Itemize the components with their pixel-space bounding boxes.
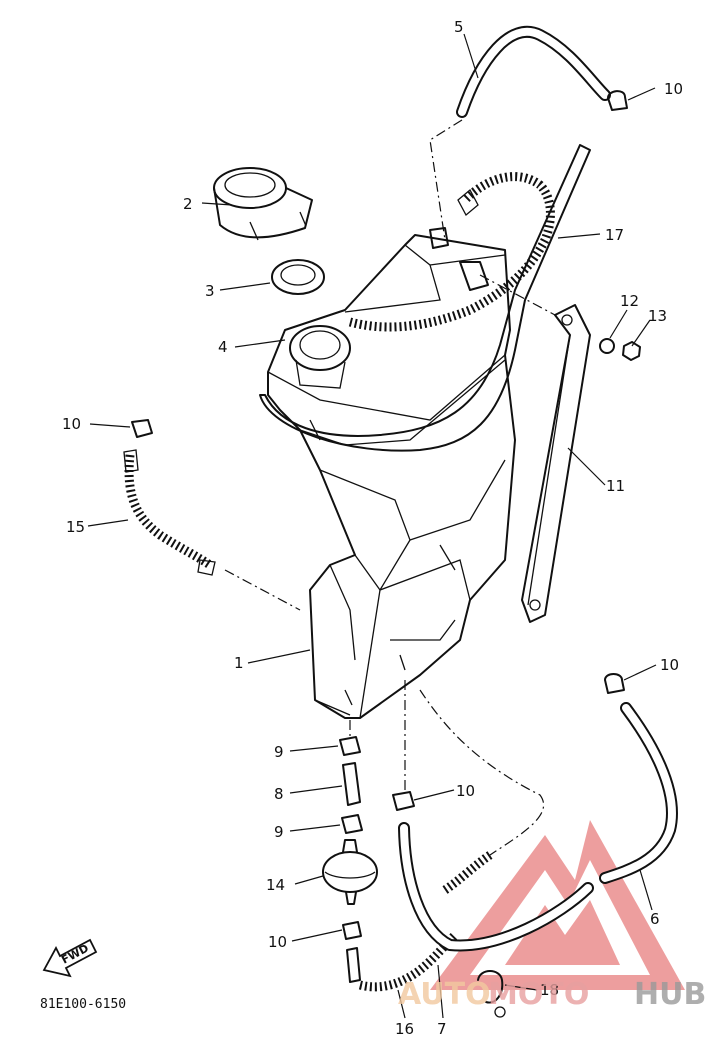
callout-6: 6 — [650, 910, 660, 928]
callout-10-mid: 10 — [456, 782, 475, 800]
watermark-hub: HUB — [634, 977, 706, 1012]
hose-part-7 — [398, 822, 594, 952]
callout-10-right: 10 — [660, 656, 679, 674]
callout-8: 8 — [274, 785, 284, 803]
clamp-part-10-bottom — [342, 921, 362, 940]
callout-18: 18 — [540, 981, 559, 999]
pipe-part-8 — [342, 762, 361, 806]
alignment-lines — [224, 119, 556, 856]
watermark-moto: MOTO — [488, 977, 589, 1012]
forward-arrow-icon: FWD — [42, 938, 98, 978]
clamp-part-10-top — [607, 90, 628, 111]
callout-5: 5 — [454, 18, 464, 36]
callout-10-left: 10 — [62, 415, 81, 433]
drawing-code: 81E100-6150 — [40, 997, 126, 1012]
hose-part-15 — [123, 449, 216, 576]
watermark-auto: AUTO — [398, 977, 491, 1012]
callout-3: 3 — [205, 282, 215, 300]
callout-10-bottom: 10 — [268, 933, 287, 951]
watermark-text: AUTO MOTO HUB — [398, 977, 706, 1012]
clamp-part-10-left — [131, 419, 153, 438]
clamp-part-10-right — [604, 673, 625, 694]
clamp-part-9-lower — [341, 814, 363, 834]
callout-2: 2 — [183, 195, 193, 213]
callout-9-lower: 9 — [274, 823, 284, 841]
reservoir-tank — [259, 144, 591, 719]
hose-part-6 — [599, 702, 678, 884]
pipe-bottom — [346, 947, 361, 983]
clamp-part-9-upper — [339, 736, 361, 756]
callout-10-top: 10 — [664, 80, 683, 98]
callout-17: 17 — [605, 226, 624, 244]
leader-lines — [87, 33, 657, 1019]
hose-part-5 — [456, 25, 611, 118]
cap-gasket — [271, 259, 325, 295]
callout-9-upper: 9 — [274, 743, 284, 761]
reservoir-cap — [213, 167, 313, 241]
corrugated-connector — [442, 851, 493, 894]
callout-1: 1 — [234, 654, 244, 672]
callout-14: 14 — [266, 876, 285, 894]
callout-11: 11 — [606, 477, 625, 495]
callout-12: 12 — [620, 292, 639, 310]
breather-hose-part-17 — [348, 172, 555, 332]
nut-part-13 — [622, 341, 641, 361]
callout-7: 7 — [437, 1020, 447, 1038]
callout-15: 15 — [66, 518, 85, 536]
washer-part-12 — [599, 338, 615, 354]
stay-bracket-part-11 — [521, 304, 591, 623]
filter-part-14 — [322, 839, 378, 905]
callout-13: 13 — [648, 307, 667, 325]
clip-part-18 — [477, 970, 506, 1018]
callout-4: 4 — [218, 338, 228, 356]
clamp-part-10-mid — [392, 791, 415, 811]
callout-16: 16 — [395, 1020, 414, 1038]
hose-part-16 — [358, 931, 459, 992]
